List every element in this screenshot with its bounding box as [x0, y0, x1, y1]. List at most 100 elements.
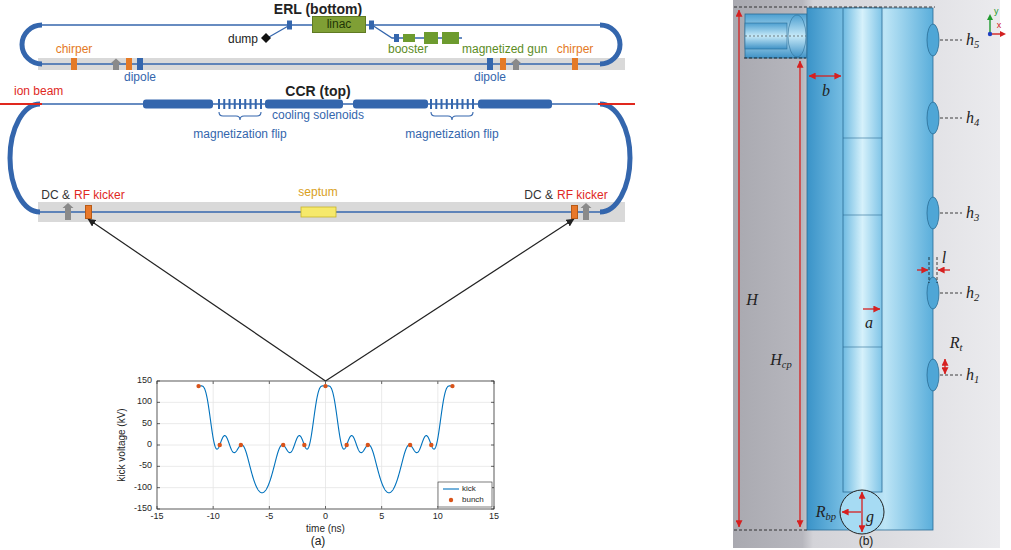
bunch-dot: [323, 384, 327, 388]
dimension-arrow: [842, 511, 861, 512]
tick-mark: [437, 381, 438, 384]
plot-area: [157, 381, 494, 509]
cooling-solenoid: [265, 100, 343, 109]
dc-kicker-symbol: [581, 203, 592, 220]
beam-label: ion beam: [14, 85, 63, 98]
tick-mark: [157, 466, 160, 467]
tuner-port: [927, 102, 939, 134]
tick-mark: [157, 402, 160, 403]
bunch-dot: [408, 443, 412, 447]
flip-coil: [244, 99, 246, 109]
section-line: [843, 347, 882, 348]
axis-tick-label: -10: [207, 512, 220, 522]
panel-label: (b): [859, 535, 874, 548]
flip-coil: [451, 99, 453, 109]
dimension-arrow: [917, 269, 928, 270]
axis-tick-label: -150: [134, 504, 152, 514]
section-line: [843, 215, 882, 216]
tick-mark: [491, 423, 494, 424]
bend-arc: [600, 25, 620, 64]
magnet: [287, 21, 292, 30]
kicker-label: DC &: [41, 188, 70, 202]
legend-box: [438, 482, 492, 507]
bunch-dot: [429, 443, 433, 447]
kicker-caption: DC &RF kicker: [524, 185, 607, 203]
section-line: [843, 138, 882, 139]
symbol-subscript: 4: [974, 117, 979, 128]
kicker-caption: DC &RF kicker: [41, 185, 124, 203]
dimension-line: [940, 375, 962, 376]
dimension-symbol: Hcp: [770, 351, 792, 369]
dimension-arrow: [799, 61, 800, 527]
pointer-arrow: [326, 219, 575, 381]
dipole-magnet: [487, 58, 493, 70]
symbol-base: h: [966, 31, 974, 48]
tuner-port: [927, 197, 939, 229]
component-label: booster: [388, 43, 428, 56]
dimension-arrow: [809, 75, 841, 76]
plot-frame: [157, 381, 494, 509]
dimension-symbol: b: [822, 82, 830, 100]
axis-tick-label: 15: [489, 512, 499, 522]
dump-symbol: [261, 33, 271, 43]
component-label: chirper: [557, 43, 594, 56]
axis-tick-label: 10: [433, 512, 443, 522]
legend-text: bunch: [462, 496, 484, 505]
rf-cavity: [500, 58, 506, 70]
axis-y-head: [987, 14, 993, 20]
magnet: [394, 34, 399, 42]
tick-mark: [213, 506, 214, 509]
ion-beam-line: [0, 103, 42, 105]
symbol-base: R: [950, 334, 960, 351]
flip-coil: [472, 99, 474, 109]
symbol-subscript: cp: [782, 359, 792, 370]
septum-magnet: [301, 207, 336, 217]
brace: [431, 112, 473, 120]
brace: [219, 112, 261, 120]
center-line: [745, 36, 806, 37]
gun: [424, 32, 438, 44]
flip-coil: [229, 99, 231, 109]
component-label: dipole: [474, 71, 506, 84]
axis-tick-label: 100: [137, 397, 152, 407]
extension-line: [744, 58, 806, 59]
axis-letter: x: [997, 21, 1002, 31]
cooling-solenoid: [353, 100, 428, 109]
legend-text: kick: [462, 485, 476, 494]
symbol-base: R: [816, 503, 826, 520]
grid-line: [157, 423, 494, 424]
tick-mark: [381, 506, 382, 509]
axis-x-head: [1000, 31, 1006, 37]
flip-coil: [223, 99, 225, 109]
tuner-port: [927, 277, 939, 309]
dimension-symbol: H: [746, 291, 758, 309]
tick-mark: [269, 381, 270, 384]
flip-coil: [446, 99, 448, 109]
inner-tube: [843, 8, 882, 492]
flip-coil: [234, 99, 236, 109]
bunch-dot: [239, 443, 243, 447]
symbol-base: h: [966, 204, 974, 221]
dimension-symbol: h1: [966, 366, 979, 384]
bunch-dot: [196, 384, 200, 388]
component-label: magnetization flip: [193, 128, 286, 141]
ion-beam-line: [598, 103, 635, 105]
symbol-subscript: bp: [825, 511, 836, 522]
linac-box: linac: [312, 16, 366, 33]
axis-origin: [988, 32, 992, 36]
tuner-port: [927, 359, 939, 391]
axis-tick-label: 0: [147, 440, 152, 450]
cooling-solenoid: [478, 100, 552, 109]
dc-kicker-symbol: [511, 59, 522, 71]
axis-title: kick voltage (kV): [116, 408, 127, 481]
dimension-arrow: [944, 359, 945, 374]
dimension-arrow: [738, 10, 739, 527]
dimension-symbol: Rt: [950, 334, 963, 352]
legend-swatch: [443, 488, 459, 489]
tick-mark: [157, 445, 160, 446]
flip-coil: [456, 99, 458, 109]
booster: [403, 34, 415, 42]
dimension-symbol: h4: [966, 109, 979, 127]
flip-coil: [250, 99, 252, 109]
flip-coil: [239, 99, 241, 109]
